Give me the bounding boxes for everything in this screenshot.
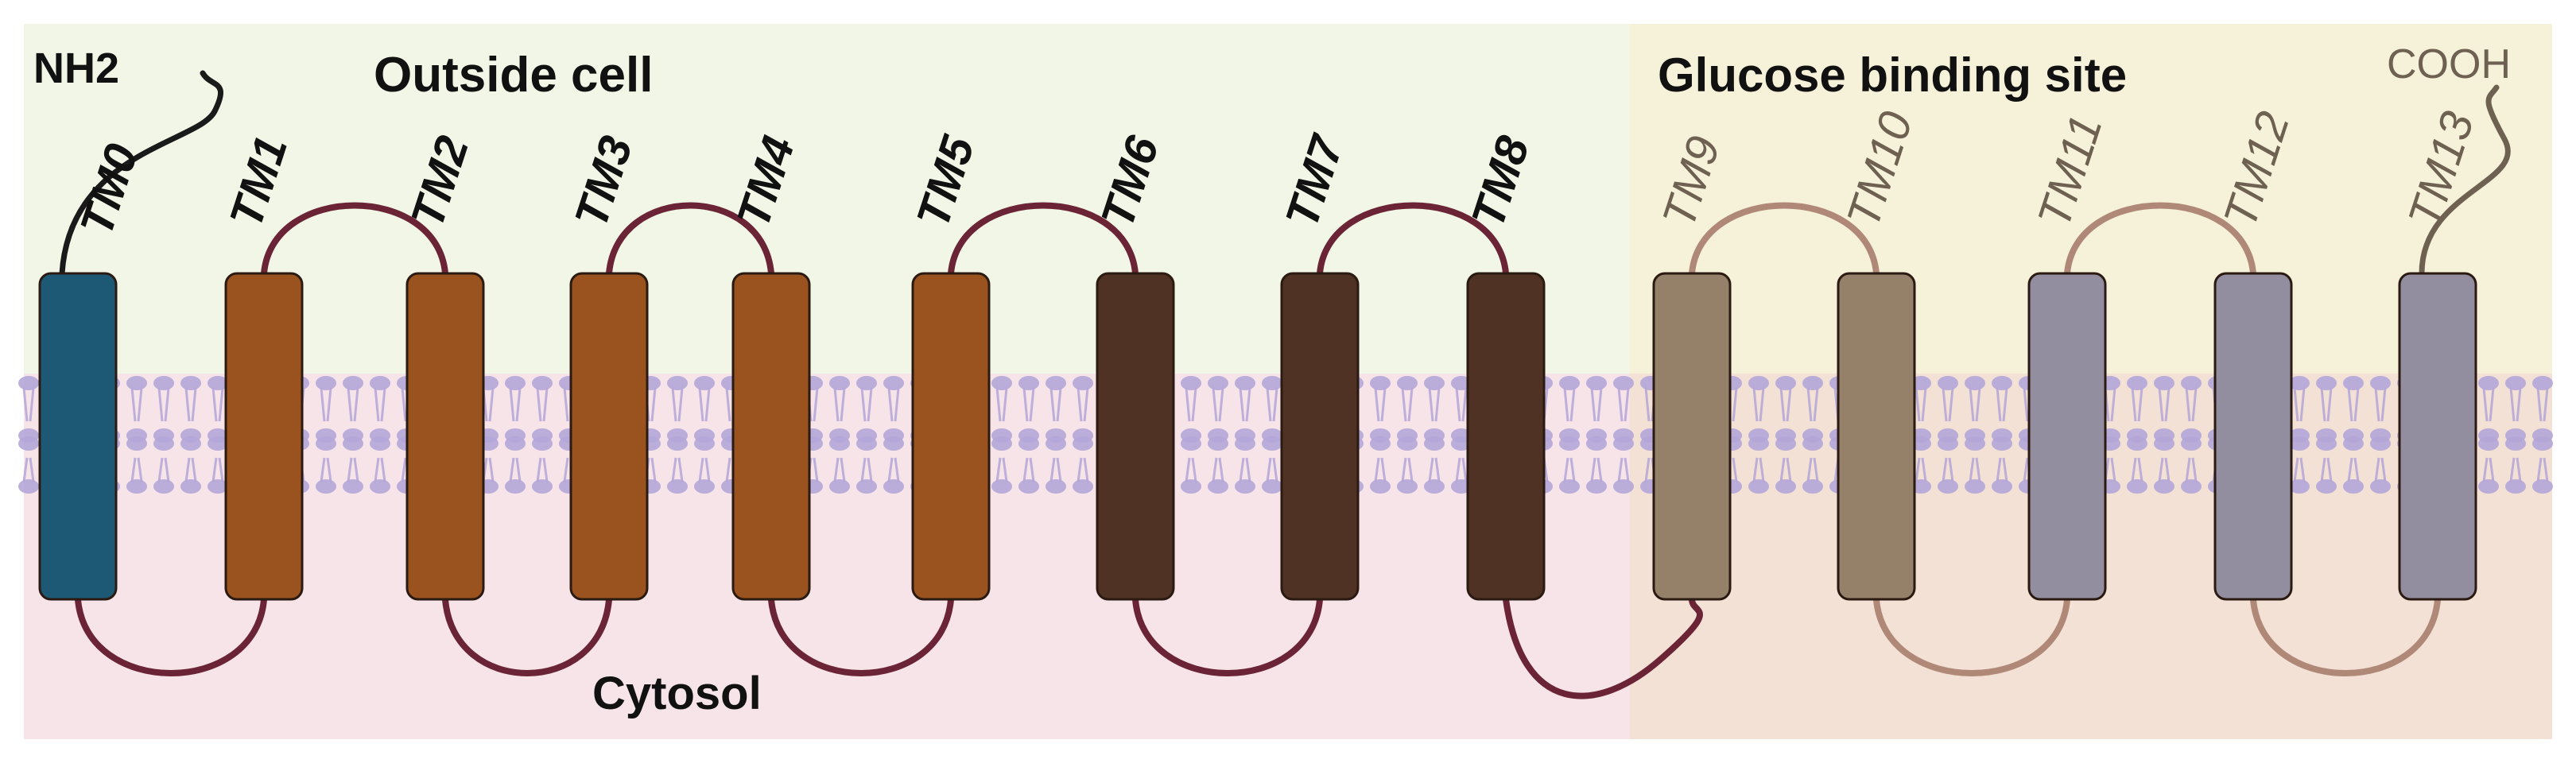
helix-tm1 [224, 272, 304, 601]
loop-tm10-tm11 [1873, 596, 2070, 676]
helix-tm7 [1280, 272, 1360, 601]
helix-tm4 [731, 272, 811, 601]
helix-tm9 [1652, 272, 1732, 601]
loop-tm4-tm5 [768, 596, 954, 676]
loop-tm11-tm12 [2064, 202, 2256, 277]
loop-tm9-tm10 [1689, 202, 1880, 277]
loop-tm12-tm13 [2250, 596, 2441, 676]
helix-tm11 [2027, 272, 2107, 601]
helix-tm12 [2213, 272, 2293, 601]
helix-tm0 [38, 272, 118, 601]
helix-tm10 [1837, 272, 1916, 601]
connecting-loops [75, 202, 2441, 699]
terminal-tails [59, 70, 2511, 277]
loop-tm8-tm9 [1503, 596, 1703, 699]
helix-tm6 [1096, 272, 1175, 601]
loop-tm1-tm2 [261, 202, 448, 277]
nh2-label: NH2 [33, 45, 119, 92]
outside-cell-label: Outside cell [374, 48, 653, 103]
cytosol-label: Cytosol [592, 668, 762, 719]
helix-tm2 [405, 272, 485, 601]
c-terminal-tail [2419, 84, 2511, 277]
n-terminal-tail [59, 70, 223, 277]
glucose-binding-site-label: Glucose binding site [1658, 48, 2127, 102]
loop-tm2-tm3 [442, 596, 612, 676]
loop-tm7-tm8 [1317, 202, 1509, 277]
loop-tm3-tm4 [606, 202, 774, 277]
helix-tm5 [911, 272, 991, 601]
loop-tm5-tm6 [948, 202, 1139, 277]
transmembrane-helices [38, 272, 2477, 601]
helix-tm13 [2398, 272, 2477, 601]
loop-tm0-tm1 [75, 596, 267, 676]
loop-tm6-tm7 [1132, 596, 1323, 676]
helix-tm8 [1466, 272, 1546, 601]
cooh-label: COOH [2387, 41, 2511, 87]
helix-tm3 [569, 272, 649, 601]
